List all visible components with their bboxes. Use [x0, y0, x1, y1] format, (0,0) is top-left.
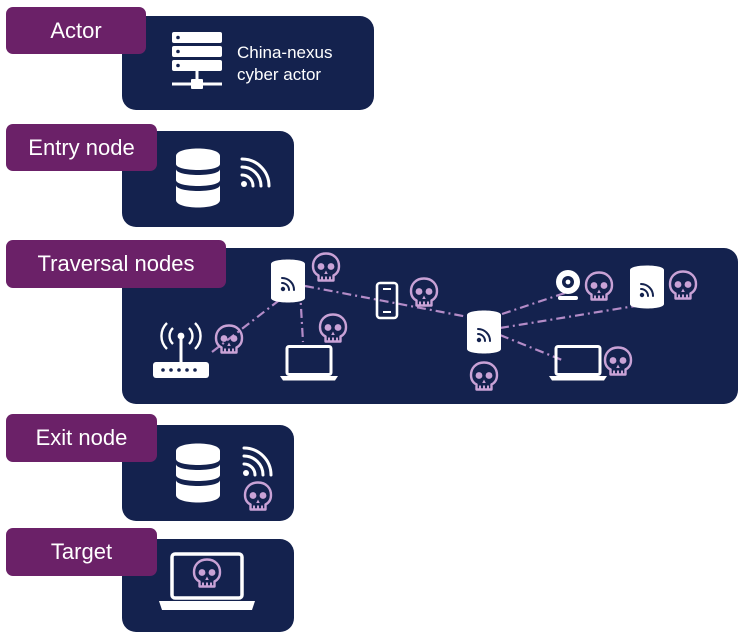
- target-laptop-icon: [159, 552, 255, 610]
- exit-database-icon: [176, 443, 220, 503]
- central-node-icon: [466, 309, 502, 355]
- skull-icon: [603, 346, 633, 376]
- server-rack-icon: [172, 32, 222, 89]
- nas-icon: [629, 264, 665, 310]
- skull-icon: [584, 271, 614, 301]
- skull-icon: [318, 313, 348, 343]
- skull-icon: [668, 270, 698, 300]
- traversal-nodes-label: Traversal nodes: [6, 240, 226, 288]
- laptop-icon: [547, 345, 609, 382]
- smartphone-icon: [375, 281, 399, 320]
- exit-node-label: Exit node: [6, 414, 157, 462]
- skull-icon: [243, 481, 273, 511]
- skull-icon: [469, 361, 499, 391]
- actor-text-line2: cyber actor: [237, 65, 322, 84]
- actor-text-line1: China-nexus: [237, 43, 333, 62]
- webcam-icon: [556, 270, 580, 300]
- skull-icon: [311, 252, 341, 282]
- entry-wifi-icon: [239, 157, 271, 189]
- router-icon: [153, 322, 209, 378]
- actor-label: Actor: [6, 7, 146, 54]
- actor-panel: [122, 16, 374, 110]
- actor-description: China-nexus cyber actor: [237, 42, 332, 86]
- exit-wifi-icon: [241, 446, 273, 478]
- entry-node-label: Entry node: [6, 124, 157, 171]
- wireless-node-icon: [270, 258, 306, 304]
- target-label: Target: [6, 528, 157, 576]
- entry-database-icon: [176, 148, 220, 208]
- laptop-icon: [278, 345, 340, 382]
- skull-icon: [409, 277, 439, 307]
- skull-icon: [192, 558, 222, 588]
